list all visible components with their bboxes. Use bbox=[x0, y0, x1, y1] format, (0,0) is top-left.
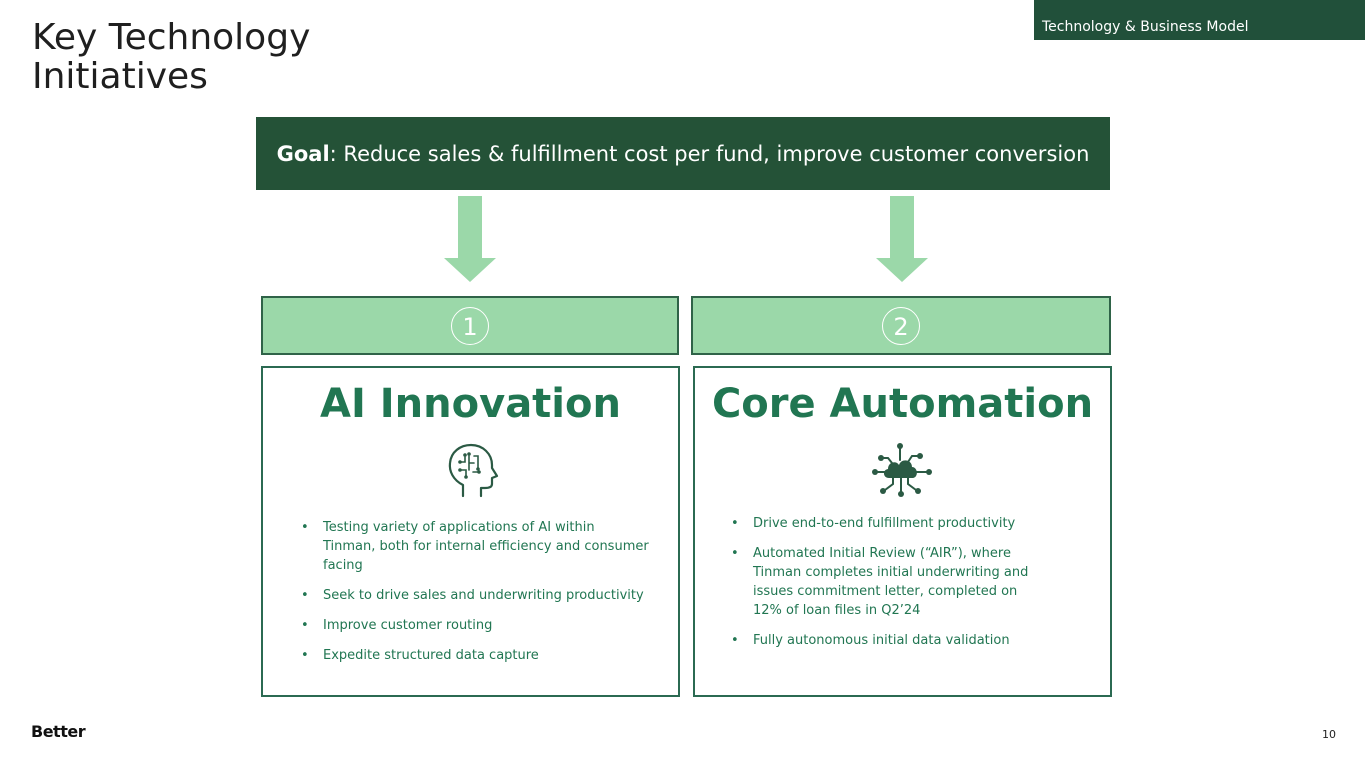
initiative-number-box-2: 2 bbox=[691, 296, 1111, 355]
bullet-list-core-automation: Drive end-to-end fulfillment productivit… bbox=[729, 514, 1049, 661]
goal-text: : Reduce sales & fulfillment cost per fu… bbox=[329, 141, 1090, 166]
card-title-core-automation: Core Automation bbox=[711, 381, 1094, 427]
page-title: Key Technology Initiatives bbox=[32, 17, 311, 97]
list-item: Expedite structured data capture bbox=[299, 646, 649, 665]
list-item: Automated Initial Review (“AIR”), where … bbox=[729, 544, 1049, 620]
cloud-network-icon bbox=[872, 443, 932, 497]
list-item: Seek to drive sales and underwriting pro… bbox=[299, 586, 649, 605]
list-item: Testing variety of applications of AI wi… bbox=[299, 518, 649, 575]
list-item: Drive end-to-end fulfillment productivit… bbox=[729, 514, 1049, 533]
down-arrow-icon-right bbox=[876, 196, 928, 282]
list-item: Fully autonomous initial data validation bbox=[729, 631, 1049, 650]
down-arrow-icon-left bbox=[444, 196, 496, 282]
number-circle-1: 1 bbox=[451, 306, 489, 345]
goal-label: Goal bbox=[276, 141, 330, 166]
ai-head-icon bbox=[448, 443, 499, 498]
card-core-automation: Core Automation Drive end-to-end fulfill… bbox=[693, 366, 1112, 697]
initiative-number-box-1: 1 bbox=[261, 296, 679, 355]
section-tab: Technology & Business Model bbox=[1034, 0, 1365, 40]
bullet-list-ai-innovation: Testing variety of applications of AI wi… bbox=[299, 518, 649, 676]
page-number: 10 bbox=[1322, 728, 1336, 741]
goal-banner: Goal: Reduce sales & fulfillment cost pe… bbox=[256, 117, 1110, 190]
list-item: Improve customer routing bbox=[299, 616, 649, 635]
card-ai-innovation: AI Innovation Testing variety of applica… bbox=[261, 366, 680, 697]
number-circle-2: 2 bbox=[882, 306, 920, 345]
card-title-ai-innovation: AI Innovation bbox=[320, 381, 621, 427]
better-logo: Better bbox=[31, 722, 86, 741]
